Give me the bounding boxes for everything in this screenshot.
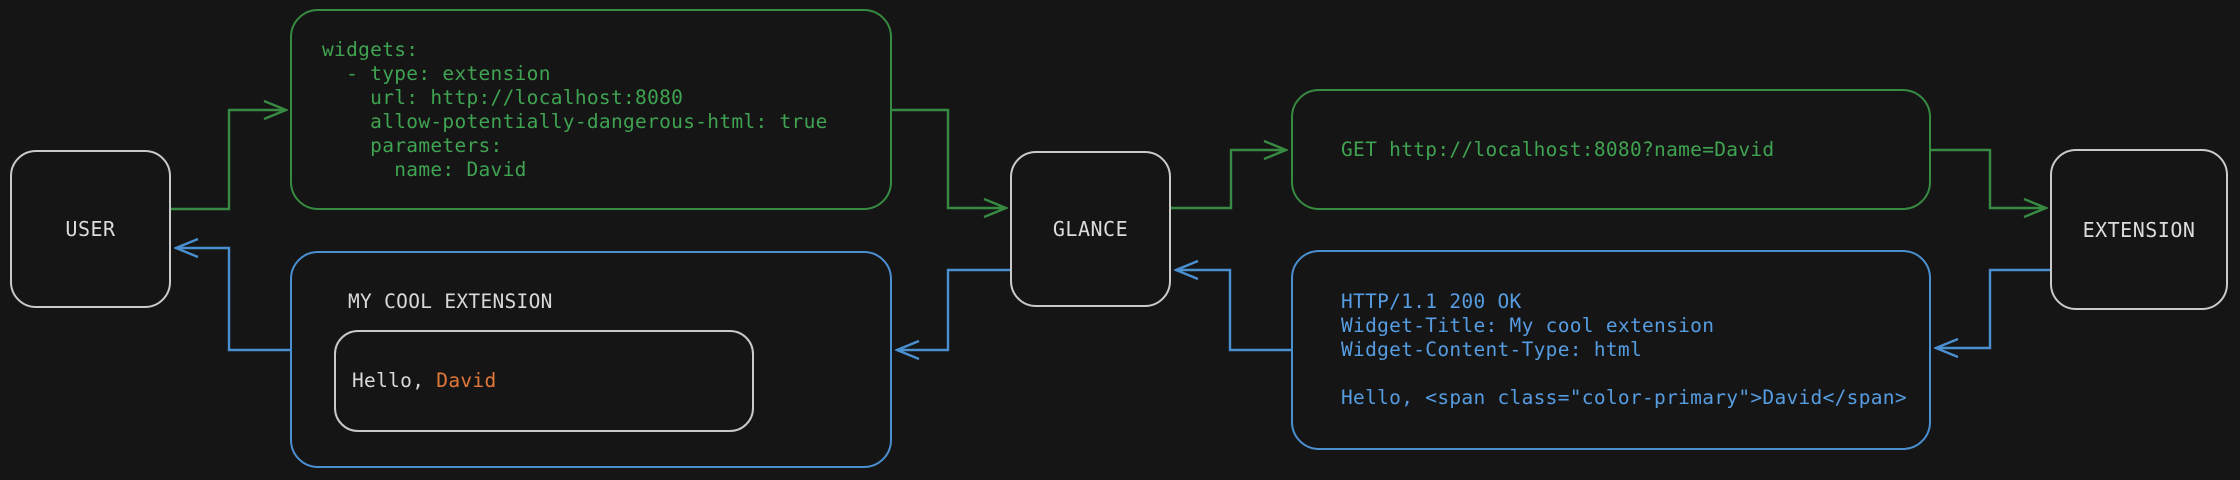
- http-request-box: GET http://localhost:8080?name=David: [1291, 89, 1931, 210]
- node-user: USER: [10, 150, 171, 308]
- node-glance-label: GLANCE: [1052, 217, 1129, 241]
- node-glance: GLANCE: [1010, 151, 1171, 307]
- greeting-name: David: [436, 369, 497, 392]
- http-response-box: HTTP/1.1 200 OK Widget-Title: My cool ex…: [1291, 250, 1931, 450]
- arrow-request-to-extension: [1931, 148, 2046, 208]
- arrow-response-to-glance: [1176, 270, 1291, 352]
- widget-greeting: Hello, David: [336, 369, 496, 393]
- node-extension: EXTENSION: [2050, 149, 2228, 310]
- arrow-user-to-config: [171, 110, 286, 211]
- greeting-prefix: Hello,: [352, 369, 437, 392]
- arrow-glance-to-widget: [897, 268, 1010, 350]
- widget-title: MY COOL EXTENSION: [348, 290, 553, 313]
- arrow-extension-to-response: [1936, 268, 2050, 348]
- http-response-code: HTTP/1.1 200 OK Widget-Title: My cool ex…: [1341, 290, 1907, 409]
- arrow-config-to-glance: [892, 108, 1006, 208]
- node-extension-label: EXTENSION: [2082, 217, 2196, 242]
- config-yaml-box: widgets: - type: extension url: http://l…: [290, 9, 892, 210]
- config-yaml-code: widgets: - type: extension url: http://l…: [322, 37, 828, 181]
- widget-greeting-box: Hello, David: [334, 330, 754, 432]
- arrow-widget-to-user: [176, 248, 290, 352]
- node-user-label: USER: [65, 217, 116, 241]
- arrow-glance-to-request: [1171, 150, 1286, 210]
- http-request-code: GET http://localhost:8080?name=David: [1341, 137, 1775, 161]
- widget-preview-box: MY COOL EXTENSION Hello, David: [290, 251, 892, 468]
